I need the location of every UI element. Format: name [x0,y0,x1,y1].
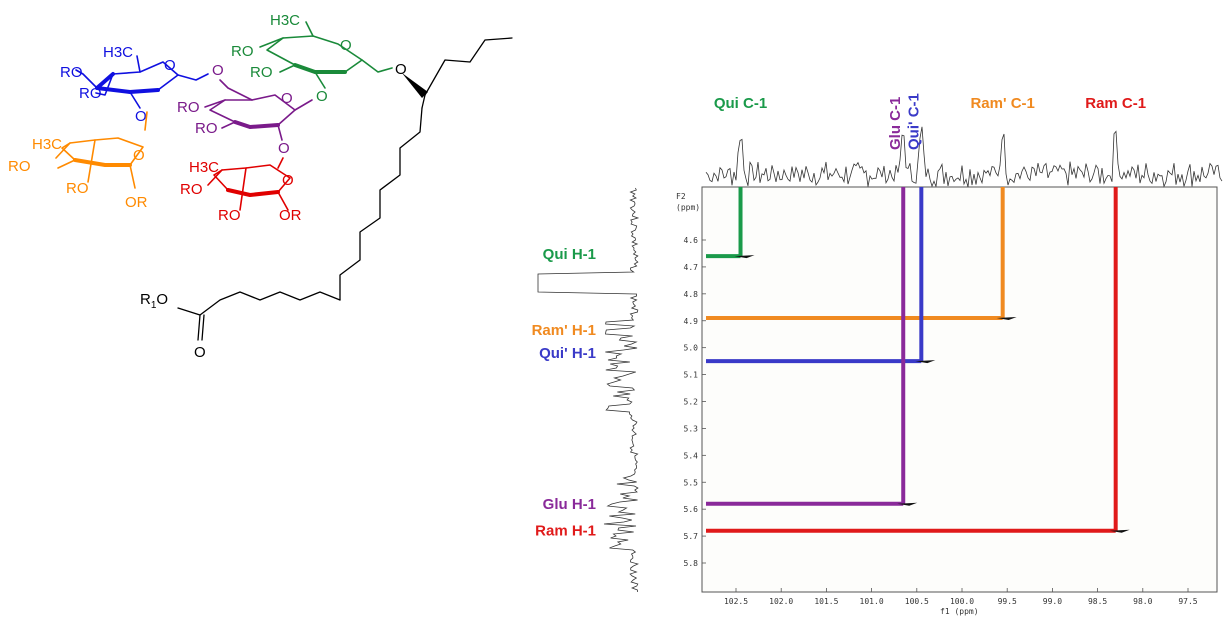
f2-tick-label: 5.2 [684,398,699,407]
f1-tick-label: 99.0 [1043,597,1062,606]
red-ring-o: O [282,172,294,189]
purple-link-o: O [278,140,290,157]
carbon-1d-trace [705,126,1223,188]
red-ro-2: RO [218,207,241,224]
blue-ro-2: RO [79,85,102,102]
f2-label: F2 [676,192,686,201]
carbon-label: Ram C-1 [1085,95,1146,112]
proton-label: Ram H-1 [535,523,596,540]
green-ring-o: O [340,37,352,54]
red-h3c: H3C [189,159,219,176]
f1-axis-ticks: 102.5 102.0 101.5 101.0 100.5 100.0 99.5 99.0 98… [724,588,1198,606]
ester-r1o: R1O [140,291,168,311]
proton-label: Qui H-1 [543,246,596,263]
cross-peak [996,317,1017,321]
carbon-label: Ram' C-1 [970,95,1034,112]
f1-tick-label: 98.0 [1133,597,1152,606]
blue-link-o: O [135,108,147,125]
cross-peak [734,255,755,259]
f1-tick-label: 100.0 [950,597,974,606]
orange-ring-o: O [133,147,145,164]
f2-tick-label: 5.8 [684,559,699,568]
purple-sugar-ring [204,79,313,141]
green-ro-1: RO [231,43,254,60]
cross-peak [1109,529,1130,533]
proton-label: Qui' H-1 [539,345,596,362]
f2-tick-label: 5.6 [684,505,699,514]
f1-tick-label: 98.5 [1088,597,1107,606]
carbonyl-o: O [194,344,206,361]
orange-h3c: H3C [32,136,62,153]
f2-tick-label: 5.3 [684,424,699,433]
blue-h3c: H3C [103,44,133,61]
f1-tick-label: 99.5 [998,597,1017,606]
lipid-chain [177,37,513,341]
f2-tick-label: 4.6 [684,236,699,245]
proton-1d-trace [537,187,640,593]
carbon-label: Qui C-1 [714,95,767,112]
f2-tick-label: 5.0 [684,344,699,353]
f2-tick-label: 5.4 [684,451,699,460]
stereo-wedge [402,73,428,98]
green-ro-2: RO [250,64,273,81]
green-link-o: O [316,88,328,105]
orange-sugar-ring [55,111,148,189]
purple-ro-2: RO [195,120,218,137]
orange-ro-1: RO [8,158,31,175]
f2-tick-label: 5.7 [684,532,699,541]
red-ro-1: RO [180,181,203,198]
carbon-label: Glu C-1 [887,97,904,150]
purple-ro-1: RO [177,99,200,116]
f2-axis-ticks: 4.6 4.7 4.8 4.9 5.0 5.1 5.2 5.3 5.4 5.5 5.6 5.7 5.8 [684,236,706,568]
f1-tick-label: 102.5 [724,597,748,606]
proton-label: Ram' H-1 [532,322,596,339]
carbon-label: Qui' C-1 [905,93,922,150]
blue-ring-o: O [164,57,176,74]
f1-label: f1 (ppm) [940,607,979,616]
red-sugar-ring [207,157,291,211]
cross-peak [915,360,936,364]
hsqc-spectrum: F2 (ppm) 4.6 4.7 4.8 4.9 5.0 5.1 5.2 5.3 5.4 5.5 5… [532,93,1223,616]
f1-tick-label: 97.5 [1178,597,1197,606]
blue-ro-1: RO [60,64,83,81]
aglycone-o: O [395,61,407,78]
orange-ro-2: RO [66,180,89,197]
f1-tick-label: 100.5 [905,597,929,606]
plot-frame [701,186,1218,593]
f2-unit: (ppm) [676,203,700,212]
chemical-structure: RO RO H3C O O H3C RO RO O O O [8,12,513,361]
f1-tick-label: 101.0 [860,597,884,606]
f2-tick-label: 4.8 [684,290,699,299]
blue-sugar-ring [75,55,209,109]
proton-label: Glu H-1 [543,496,596,513]
orange-or: OR [125,194,148,211]
f1-tick-label: 102.0 [769,597,793,606]
cross-peak [897,502,918,506]
purple-ring-o: O [281,90,293,107]
f2-tick-label: 4.9 [684,317,699,326]
blue-purple-o: O [212,62,224,79]
red-or: OR [279,207,302,224]
f2-tick-label: 4.7 [684,263,699,272]
f2-tick-label: 5.5 [684,478,699,487]
green-sugar-ring [259,21,393,89]
f1-tick-label: 101.5 [814,597,838,606]
green-h3c: H3C [270,12,300,29]
correlation-lines [706,187,1130,533]
f2-tick-label: 5.1 [684,371,699,380]
